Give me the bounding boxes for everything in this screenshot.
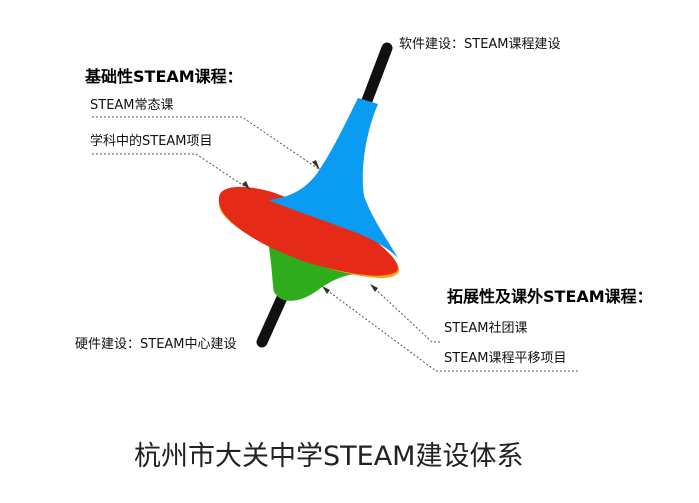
pointer-arrow-steam-regular: [312, 160, 320, 170]
diagram-caption: 杭州市大关中学STEAM建设体系: [134, 441, 524, 472]
pointer-line-steam-club: [371, 285, 440, 343]
pointer-arrow-steam-transfer: [322, 286, 330, 294]
hardware-label: 硬件建设：STEAM中心建设: [75, 337, 237, 352]
extended-course-heading: 拓展性及课外STEAM课程：: [447, 287, 653, 306]
pointer-arrow-steam-club: [370, 284, 378, 292]
basic-course-heading: 基础性STEAM课程：: [85, 67, 243, 86]
extended-item-steam-club: STEAM社团课: [444, 321, 528, 336]
software-label: 软件建设：STEAM课程建设: [399, 37, 561, 52]
red-section: [218, 186, 398, 276]
pointer-line-steam-transfer: [323, 287, 578, 372]
pointer-arrow-subject-steam: [242, 181, 250, 190]
basic-item-steam-regular: STEAM常态课: [90, 98, 174, 113]
pointer-line-steam-regular: [92, 116, 321, 171]
basic-item-subject-steam: 学科中的STEAM项目: [90, 134, 213, 149]
blue-section: [268, 98, 398, 258]
extended-item-steam-transfer: STEAM课程平移项目: [444, 351, 567, 366]
pointer-line-subject-steam: [92, 153, 251, 191]
